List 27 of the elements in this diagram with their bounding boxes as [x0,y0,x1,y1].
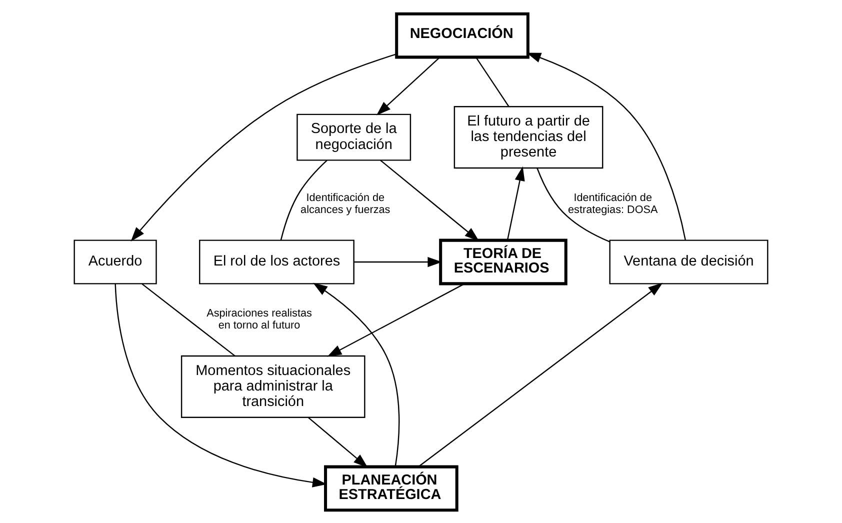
edge-label: Aspiraciones realistas en torno al futuro [206,306,312,332]
arrow [380,159,480,241]
arrow [506,166,525,240]
node-box: NEGOCIACIÓN [395,12,530,58]
edge-label: Identificación de estrategias: DOSA [568,191,658,216]
arrow [308,416,368,468]
connector [280,159,328,240]
arrow [114,283,327,487]
node-box: El futuro a partir de las tendencias del presente [454,105,604,168]
node-box: PLANEACIÓN ESTRATÉGICA [324,464,458,512]
connector [142,282,236,356]
node-box: Acuerdo [74,239,157,284]
node-box: Ventana de decisión [609,239,768,284]
node-box: Soporte de la negociación [296,113,412,160]
node-box: Momentos situacionales para administrar la transición [180,354,366,418]
arrow [130,53,397,241]
arrow [526,52,686,240]
node-box: TEORÍA DE ESCENARIOS [439,238,568,285]
arrow [376,56,440,115]
arrow [418,282,663,467]
connector [536,167,610,242]
arrow [327,282,464,356]
node-box: El rol de los actores [199,239,354,284]
arrow [354,256,442,267]
edge-label: Identificación de alcances y fuerzas [300,191,390,216]
arrow [312,282,400,466]
connector [476,56,510,106]
